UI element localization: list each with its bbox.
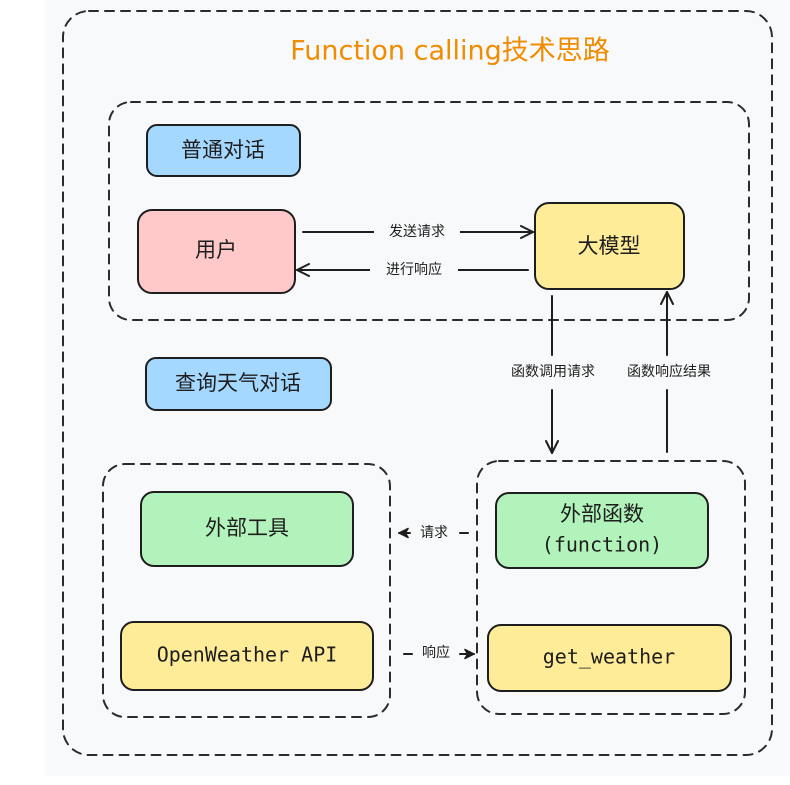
edge-response-label: 响应 [422,644,450,661]
diagram-title: Function calling技术思路 [290,36,610,67]
edge-response: 响应 [403,644,475,661]
edge-respond: 进行响应 [296,260,529,280]
get-weather-node[interactable]: get_weather [487,624,732,692]
normal-chat-group [108,101,750,321]
get-weather-node-label: get_weather [543,645,675,669]
external-tool-node-label: 外部工具 [205,516,289,540]
edge-function-response-result-label: 函数响应结果 [627,363,711,380]
weather-chat-label-box: 查询天气对话 [145,357,332,411]
edge-function-call-request-label: 函数调用请求 [511,364,595,380]
llm-node-label: 大模型 [578,234,641,258]
edge-respond-label: 进行响应 [386,261,442,278]
normal-chat-label: 普通对话 [181,138,265,162]
llm-node[interactable]: 大模型 [534,202,685,290]
edge-function-call-request: 函数调用请求 [511,295,595,454]
normal-chat-label-box: 普通对话 [146,124,301,177]
openweather-api-node[interactable]: OpenWeather API [120,621,374,691]
external-tool-group [102,463,391,718]
user-node[interactable]: 用户 [137,209,296,294]
edge-send-request-label: 发送请求 [389,224,445,240]
external-function-node[interactable]: 外部函数 (function) [495,492,709,569]
edge-function-response-result: 函数响应结果 [627,291,711,453]
edge-request-label: 请求 [420,525,448,541]
user-node-label: 用户 [195,238,237,262]
edge-send-request: 发送请求 [302,222,534,242]
openweather-api-node-label: OpenWeather API [157,643,338,667]
external-tool-node[interactable]: 外部工具 [140,491,354,567]
external-function-node-label-line2: (function) [542,533,662,557]
weather-chat-label: 查询天气对话 [175,371,301,395]
outer-frame [62,10,773,756]
edge-request: 请求 [398,525,469,541]
external-function-group [476,460,746,715]
external-function-node-label-line1: 外部函数 [560,502,644,526]
